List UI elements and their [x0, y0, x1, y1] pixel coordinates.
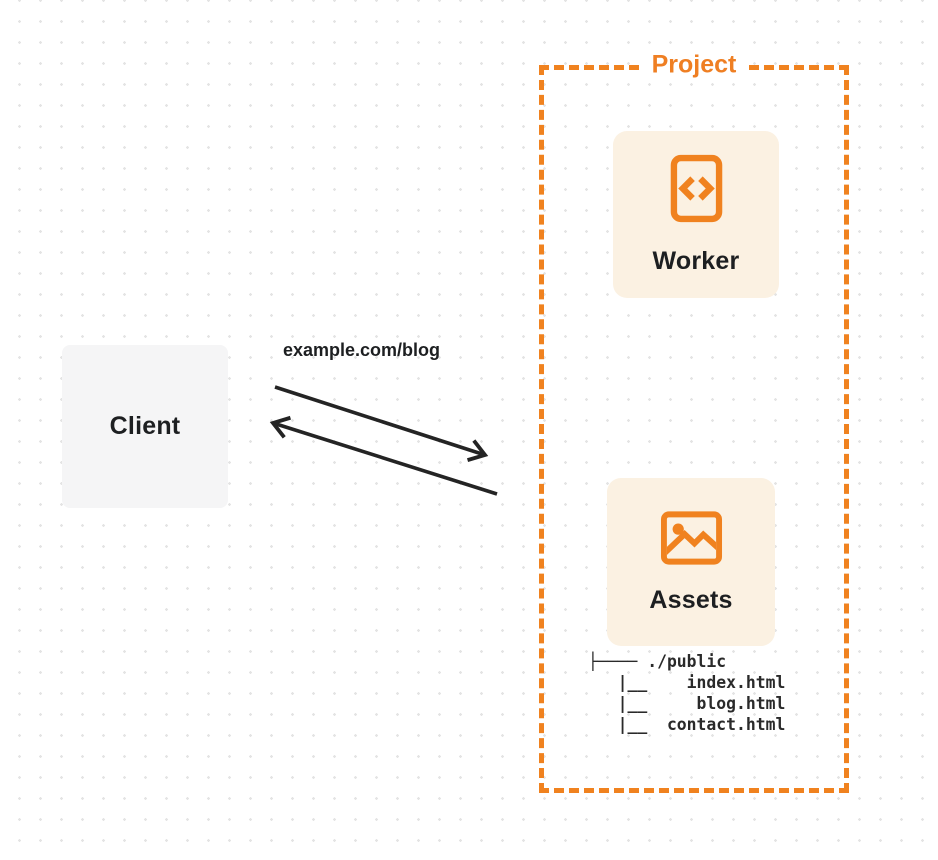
client-label: Client: [109, 412, 181, 440]
file-tree-line: |__ blog.html: [588, 694, 786, 713]
assets-file-tree: ├──── ./public |__ index.html |__ blog.h…: [588, 651, 785, 735]
request-arrow: [274, 385, 489, 462]
worker-label: Worker: [652, 246, 740, 275]
response-arrow: [269, 415, 498, 496]
file-tree-line: |__ index.html: [588, 673, 786, 692]
project-container: Project: [539, 50, 849, 793]
code-file-icon: [670, 154, 722, 222]
assets-label: Assets: [649, 585, 733, 614]
assets-node: Assets: [607, 478, 775, 646]
project-label: Project: [642, 50, 746, 80]
file-tree-line: |__ contact.html: [588, 715, 786, 734]
file-tree-line: ├──── ./public: [588, 652, 727, 671]
worker-node: Worker: [613, 131, 779, 298]
client-node: Client: [62, 345, 228, 508]
request-url-label: example.com/blog: [283, 340, 441, 360]
image-icon: [660, 510, 722, 565]
